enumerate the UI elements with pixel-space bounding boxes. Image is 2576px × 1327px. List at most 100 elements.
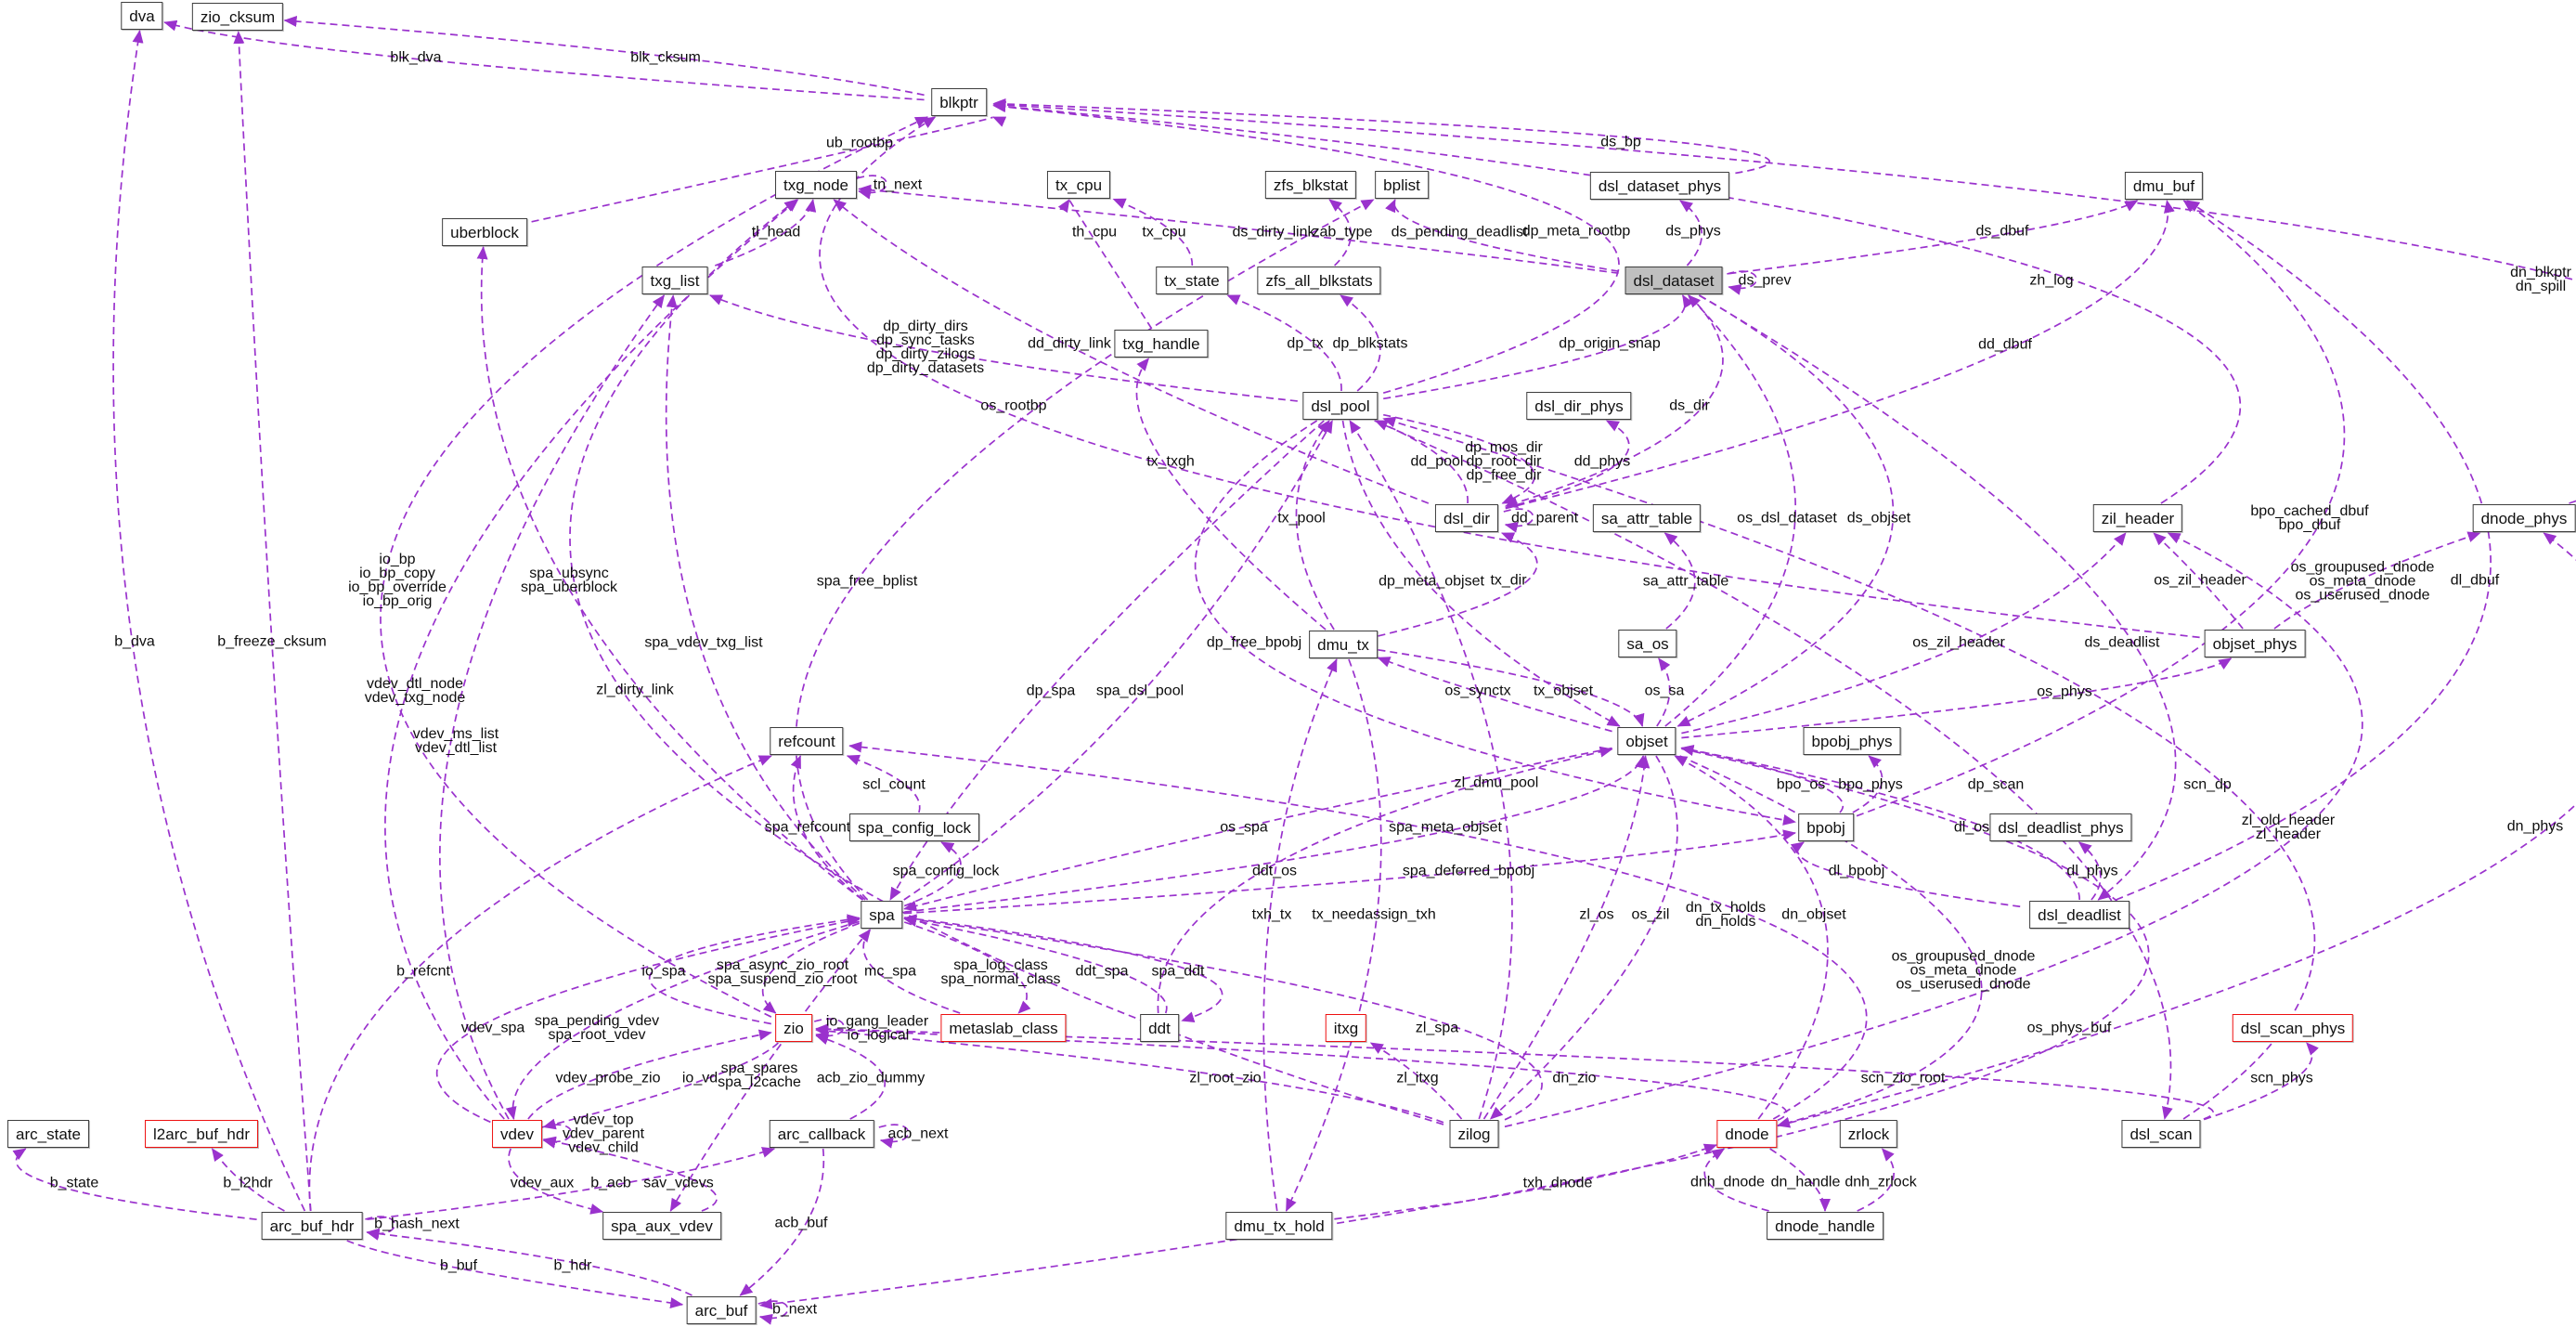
edge-dsl_deadlist-to-dmu_buf [2116, 200, 2492, 901]
edge-label-line: os_groupused_dnode [1891, 948, 2036, 965]
node-zfs_blkstat[interactable]: zfs_blkstat [1264, 171, 1357, 199]
node-vdev[interactable]: vdev [492, 1120, 542, 1148]
node-dsl_deadlist_phys[interactable]: dsl_deadlist_phys [1989, 813, 2132, 841]
edge-zio-to-blkptr [380, 116, 929, 1018]
node-dsl_scan[interactable]: dsl_scan [2121, 1120, 2201, 1148]
edge-dnode_handle-to-dnode [1703, 1148, 1769, 1212]
node-dnode[interactable]: dnode [1716, 1120, 1778, 1148]
node-bpobj_phys[interactable]: bpobj_phys [1803, 727, 1901, 755]
node-spa_aux_vdev[interactable]: spa_aux_vdev [602, 1212, 721, 1240]
edge-label-line: io_bp_copy [359, 566, 435, 581]
node-zio_cksum[interactable]: zio_cksum [191, 3, 284, 31]
edge-zilog-to-zil_header [1504, 532, 2363, 1128]
edge-label-dl_dbuf: dl_dbuf [2450, 572, 2500, 589]
node-txg_node[interactable]: txg_node [775, 171, 857, 199]
node-blkptr[interactable]: blkptr [931, 88, 987, 116]
edge-label-tx_pool: tx_pool [1277, 510, 1326, 527]
edge-dnode_handle-to-zrlock [1857, 1148, 1896, 1212]
edge-dmu_tx_hold-to-dnode [1334, 1143, 1717, 1220]
node-dnode_handle[interactable]: dnode_handle [1767, 1212, 1883, 1240]
edge-zio-to-vdev [542, 1042, 779, 1130]
node-dmu_tx_hold[interactable]: dmu_tx_hold [1225, 1212, 1333, 1240]
edge-label-line: dp_root_dir [1466, 453, 1542, 470]
node-txg_list[interactable]: txg_list [641, 267, 708, 294]
node-tx_cpu[interactable]: tx_cpu [1046, 171, 1111, 199]
node-dsl_deadlist[interactable]: dsl_deadlist [2029, 901, 2129, 929]
edge-label-line: os_userused_dnode [2295, 587, 2430, 604]
node-dva[interactable]: dva [121, 2, 163, 30]
node-dsl_dir_phys[interactable]: dsl_dir_phys [1526, 392, 1632, 420]
node-dmu_buf[interactable]: dmu_buf [2124, 172, 2204, 200]
node-sa_os[interactable]: sa_os [1618, 630, 1677, 657]
edge-dsl_dataset_phys-to-blkptr [992, 98, 1770, 175]
edge-label-line: os_groupused_dnode [2290, 559, 2435, 576]
node-arc_buf[interactable]: arc_buf [686, 1296, 757, 1324]
edge-label-line: dp_free_dir [1466, 467, 1542, 484]
node-bplist[interactable]: bplist [1375, 171, 1429, 199]
edge-label-b_hdr: b_hdr [553, 1257, 592, 1274]
node-zil_header[interactable]: zil_header [2092, 504, 2183, 532]
node-ddt[interactable]: ddt [1140, 1014, 1179, 1042]
edge-label-txh_tx: txh_tx [1251, 906, 1292, 923]
edge-dsl_dataset-to-txg_node [858, 184, 1619, 275]
node-spa_config_lock[interactable]: spa_config_lock [849, 813, 979, 841]
edge-spa-to-refcount [790, 755, 864, 901]
node-dsl_scan_phys[interactable]: dsl_scan_phys [2232, 1014, 2354, 1042]
node-tx_state[interactable]: tx_state [1156, 267, 1228, 294]
edge-label-ds_deadlist: ds_deadlist [2084, 634, 2160, 651]
node-zilog[interactable]: zilog [1449, 1120, 1499, 1148]
node-metaslab_class[interactable]: metaslab_class [940, 1014, 1067, 1042]
edge-label-line: dn_blkptr [2510, 265, 2571, 280]
edge-label-os_phys_buf: os_phys_buf [2026, 1020, 2112, 1036]
node-dsl_dataset[interactable]: dsl_dataset [1625, 267, 1723, 294]
node-arc_buf_hdr[interactable]: arc_buf_hdr [261, 1212, 363, 1240]
edge-bpobj-to-bpobj_phys [1852, 755, 1883, 813]
edge-label-line: dn_holds [1695, 914, 1756, 930]
node-bpobj[interactable]: bpobj [1798, 813, 1854, 841]
edge-zilog-to-itxg [1369, 1042, 1463, 1120]
edge-label-spa_refcount: spa_refcount [764, 819, 851, 836]
edge-label-ds_phys: ds_phys [1665, 223, 1721, 240]
edge-label-blk_cksum: blk_cksum [630, 49, 701, 66]
node-objset_phys[interactable]: objset_phys [2204, 630, 2306, 657]
edge-label-tx_txgh: tx_txgh [1146, 453, 1195, 470]
node-l2arc_buf_hdr[interactable]: l2arc_buf_hdr [145, 1120, 258, 1148]
edge-dsl_pool-to-txg_list [709, 294, 1298, 402]
node-spa[interactable]: spa [861, 901, 903, 929]
node-zio[interactable]: zio [775, 1014, 812, 1042]
node-objset[interactable]: objset [1617, 727, 1676, 755]
edge-label-dd_phys: dd_phys [1573, 453, 1631, 470]
node-dsl_dir[interactable]: dsl_dir [1434, 504, 1499, 532]
node-txg_handle[interactable]: txg_handle [1114, 330, 1209, 358]
edge-label-io_gang_leader: io_gang_leader [825, 1013, 929, 1030]
edge-label-bpo_os: bpo_os [1776, 776, 1826, 793]
node-arc_callback[interactable]: arc_callback [769, 1120, 874, 1148]
edge-dsl_dataset-to-dsl_deadlist [1698, 294, 2177, 901]
node-dsl_pool[interactable]: dsl_pool [1302, 392, 1379, 420]
edge-label-line: os_meta_dnode [2309, 573, 2416, 590]
edge-arc_buf_hdr-to-arc_callback [367, 1147, 776, 1221]
edge-dnode-to-objset [1674, 755, 1829, 1120]
node-zfs_all_blkstats[interactable]: zfs_all_blkstats [1257, 267, 1381, 294]
edge-spa-to-bpobj [904, 829, 1796, 915]
edge-arc_callback-to-arc_callback [878, 1124, 910, 1149]
edge-label-zl_dmu_pool: zl_dmu_pool [1454, 774, 1539, 791]
node-refcount[interactable]: refcount [770, 727, 844, 755]
edge-spa-to-objset [904, 755, 1646, 913]
node-zrlock[interactable]: zrlock [1839, 1120, 1898, 1148]
node-dsl_dataset_phys[interactable]: dsl_dataset_phys [1589, 172, 1730, 200]
edge-zilog-to-zio [815, 1025, 1444, 1124]
node-dmu_tx[interactable]: dmu_tx [1309, 631, 1378, 658]
node-itxg[interactable]: itxg [1325, 1014, 1367, 1042]
node-sa_attr_table[interactable]: sa_attr_table [1592, 504, 1702, 532]
edge-label-ub_rootbp: ub_rootbp [825, 135, 894, 151]
edge-dmu_tx-to-txg_handle [1135, 358, 1327, 631]
edge-label-ddt_spa: ddt_spa [1075, 963, 1129, 980]
node-arc_state[interactable]: arc_state [7, 1120, 89, 1148]
edge-blkptr-to-zio_cksum [283, 16, 925, 97]
node-dnode_phys[interactable]: dnode_phys [2472, 504, 2576, 532]
edge-label-dn_phys: dn_phys [2506, 818, 2564, 835]
node-uberblock[interactable]: uberblock [442, 218, 527, 246]
